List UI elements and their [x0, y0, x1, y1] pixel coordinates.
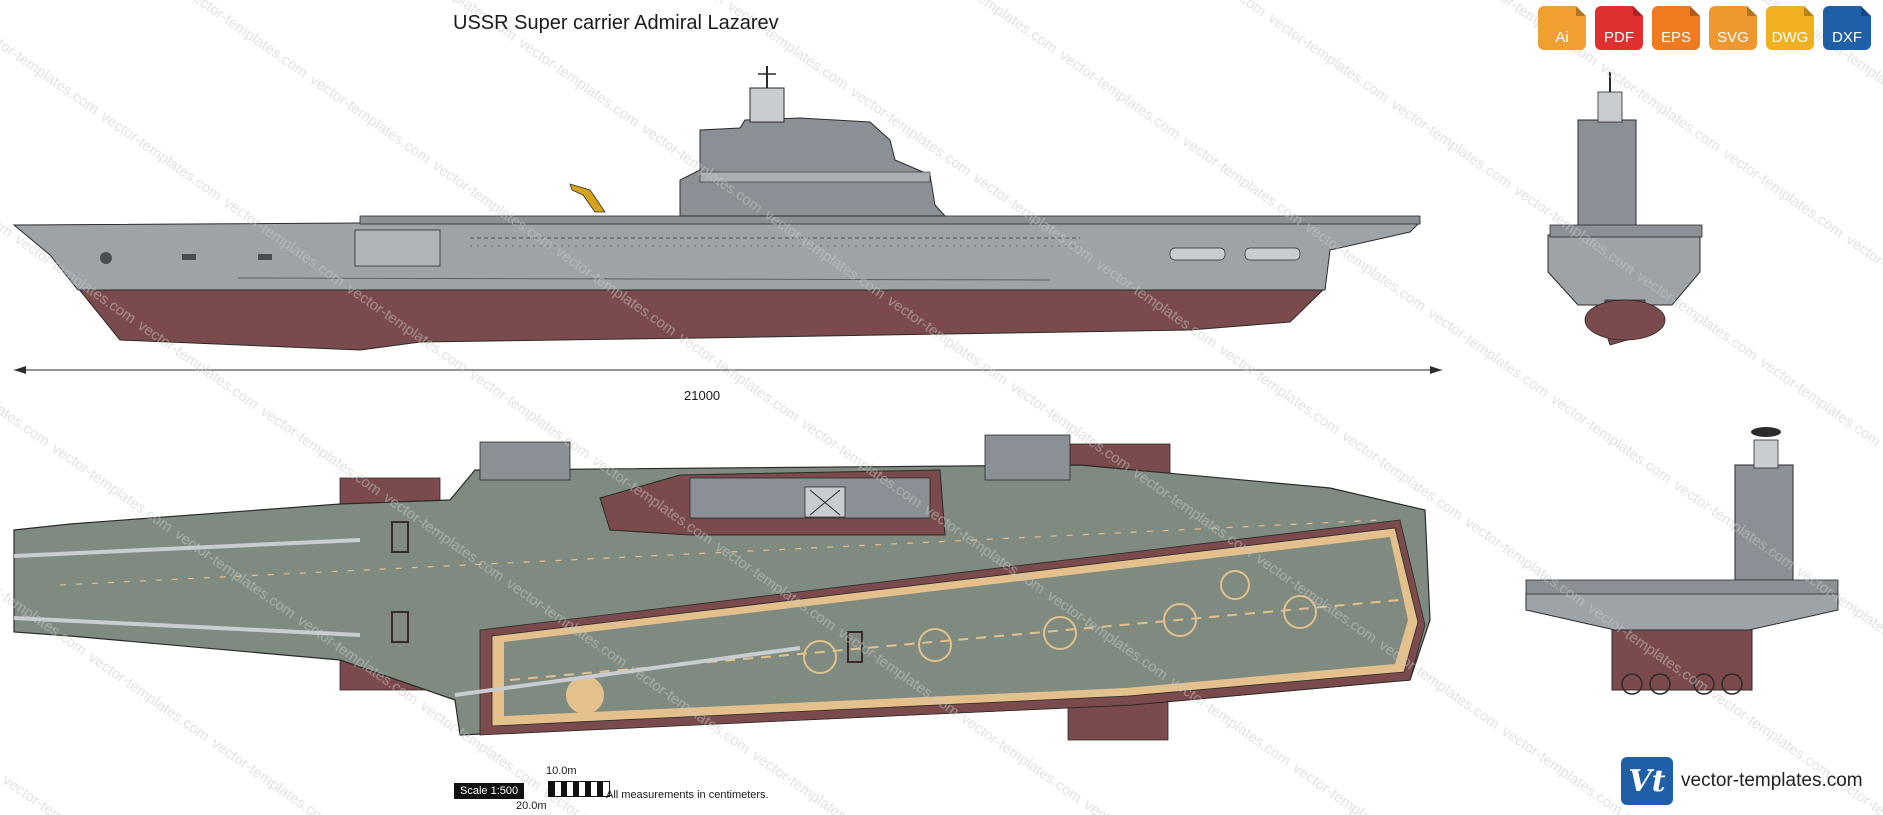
format-button-ai[interactable]: Ai — [1538, 6, 1586, 50]
file-pdf-icon — [1633, 6, 1643, 16]
format-label: SVG — [1717, 29, 1749, 46]
brand[interactable]: Vt vector-templates.com — [1621, 757, 1863, 805]
format-button-dxf[interactable]: DXF — [1823, 6, 1871, 50]
file-eps-icon — [1690, 6, 1700, 16]
file-svg-icon — [1747, 6, 1757, 16]
format-label: PDF — [1604, 29, 1634, 46]
file-dwg-icon — [1804, 6, 1814, 16]
format-button-svg[interactable]: SVG — [1709, 6, 1757, 50]
format-buttons: Ai PDF EPS SVG DWG DXF — [1538, 6, 1871, 50]
length-dimension-label: 21000 — [684, 388, 721, 403]
file-ai-icon — [1576, 6, 1586, 16]
scale-top-label: 10.0m — [546, 765, 577, 777]
measurement-note: All measurements in centimeters. — [606, 789, 769, 801]
format-label: Ai — [1555, 29, 1569, 46]
file-dxf-icon — [1861, 6, 1871, 16]
format-button-eps[interactable]: EPS — [1652, 6, 1700, 50]
scale-label: Scale 1:500 — [454, 783, 525, 799]
scale-bottom-label: 20.0m — [516, 800, 547, 812]
format-label: EPS — [1660, 29, 1691, 46]
brand-text[interactable]: vector-templates.com — [1681, 770, 1863, 791]
format-label: DXF — [1832, 29, 1862, 46]
format-button-dwg[interactable]: DWG — [1766, 6, 1814, 50]
brand-logo[interactable]: Vt — [1621, 757, 1673, 805]
format-label: DWG — [1771, 29, 1809, 46]
page-title: USSR Super carrier Admiral Lazarev — [453, 12, 779, 34]
format-button-pdf[interactable]: PDF — [1595, 6, 1643, 50]
scale-bar — [548, 781, 610, 797]
